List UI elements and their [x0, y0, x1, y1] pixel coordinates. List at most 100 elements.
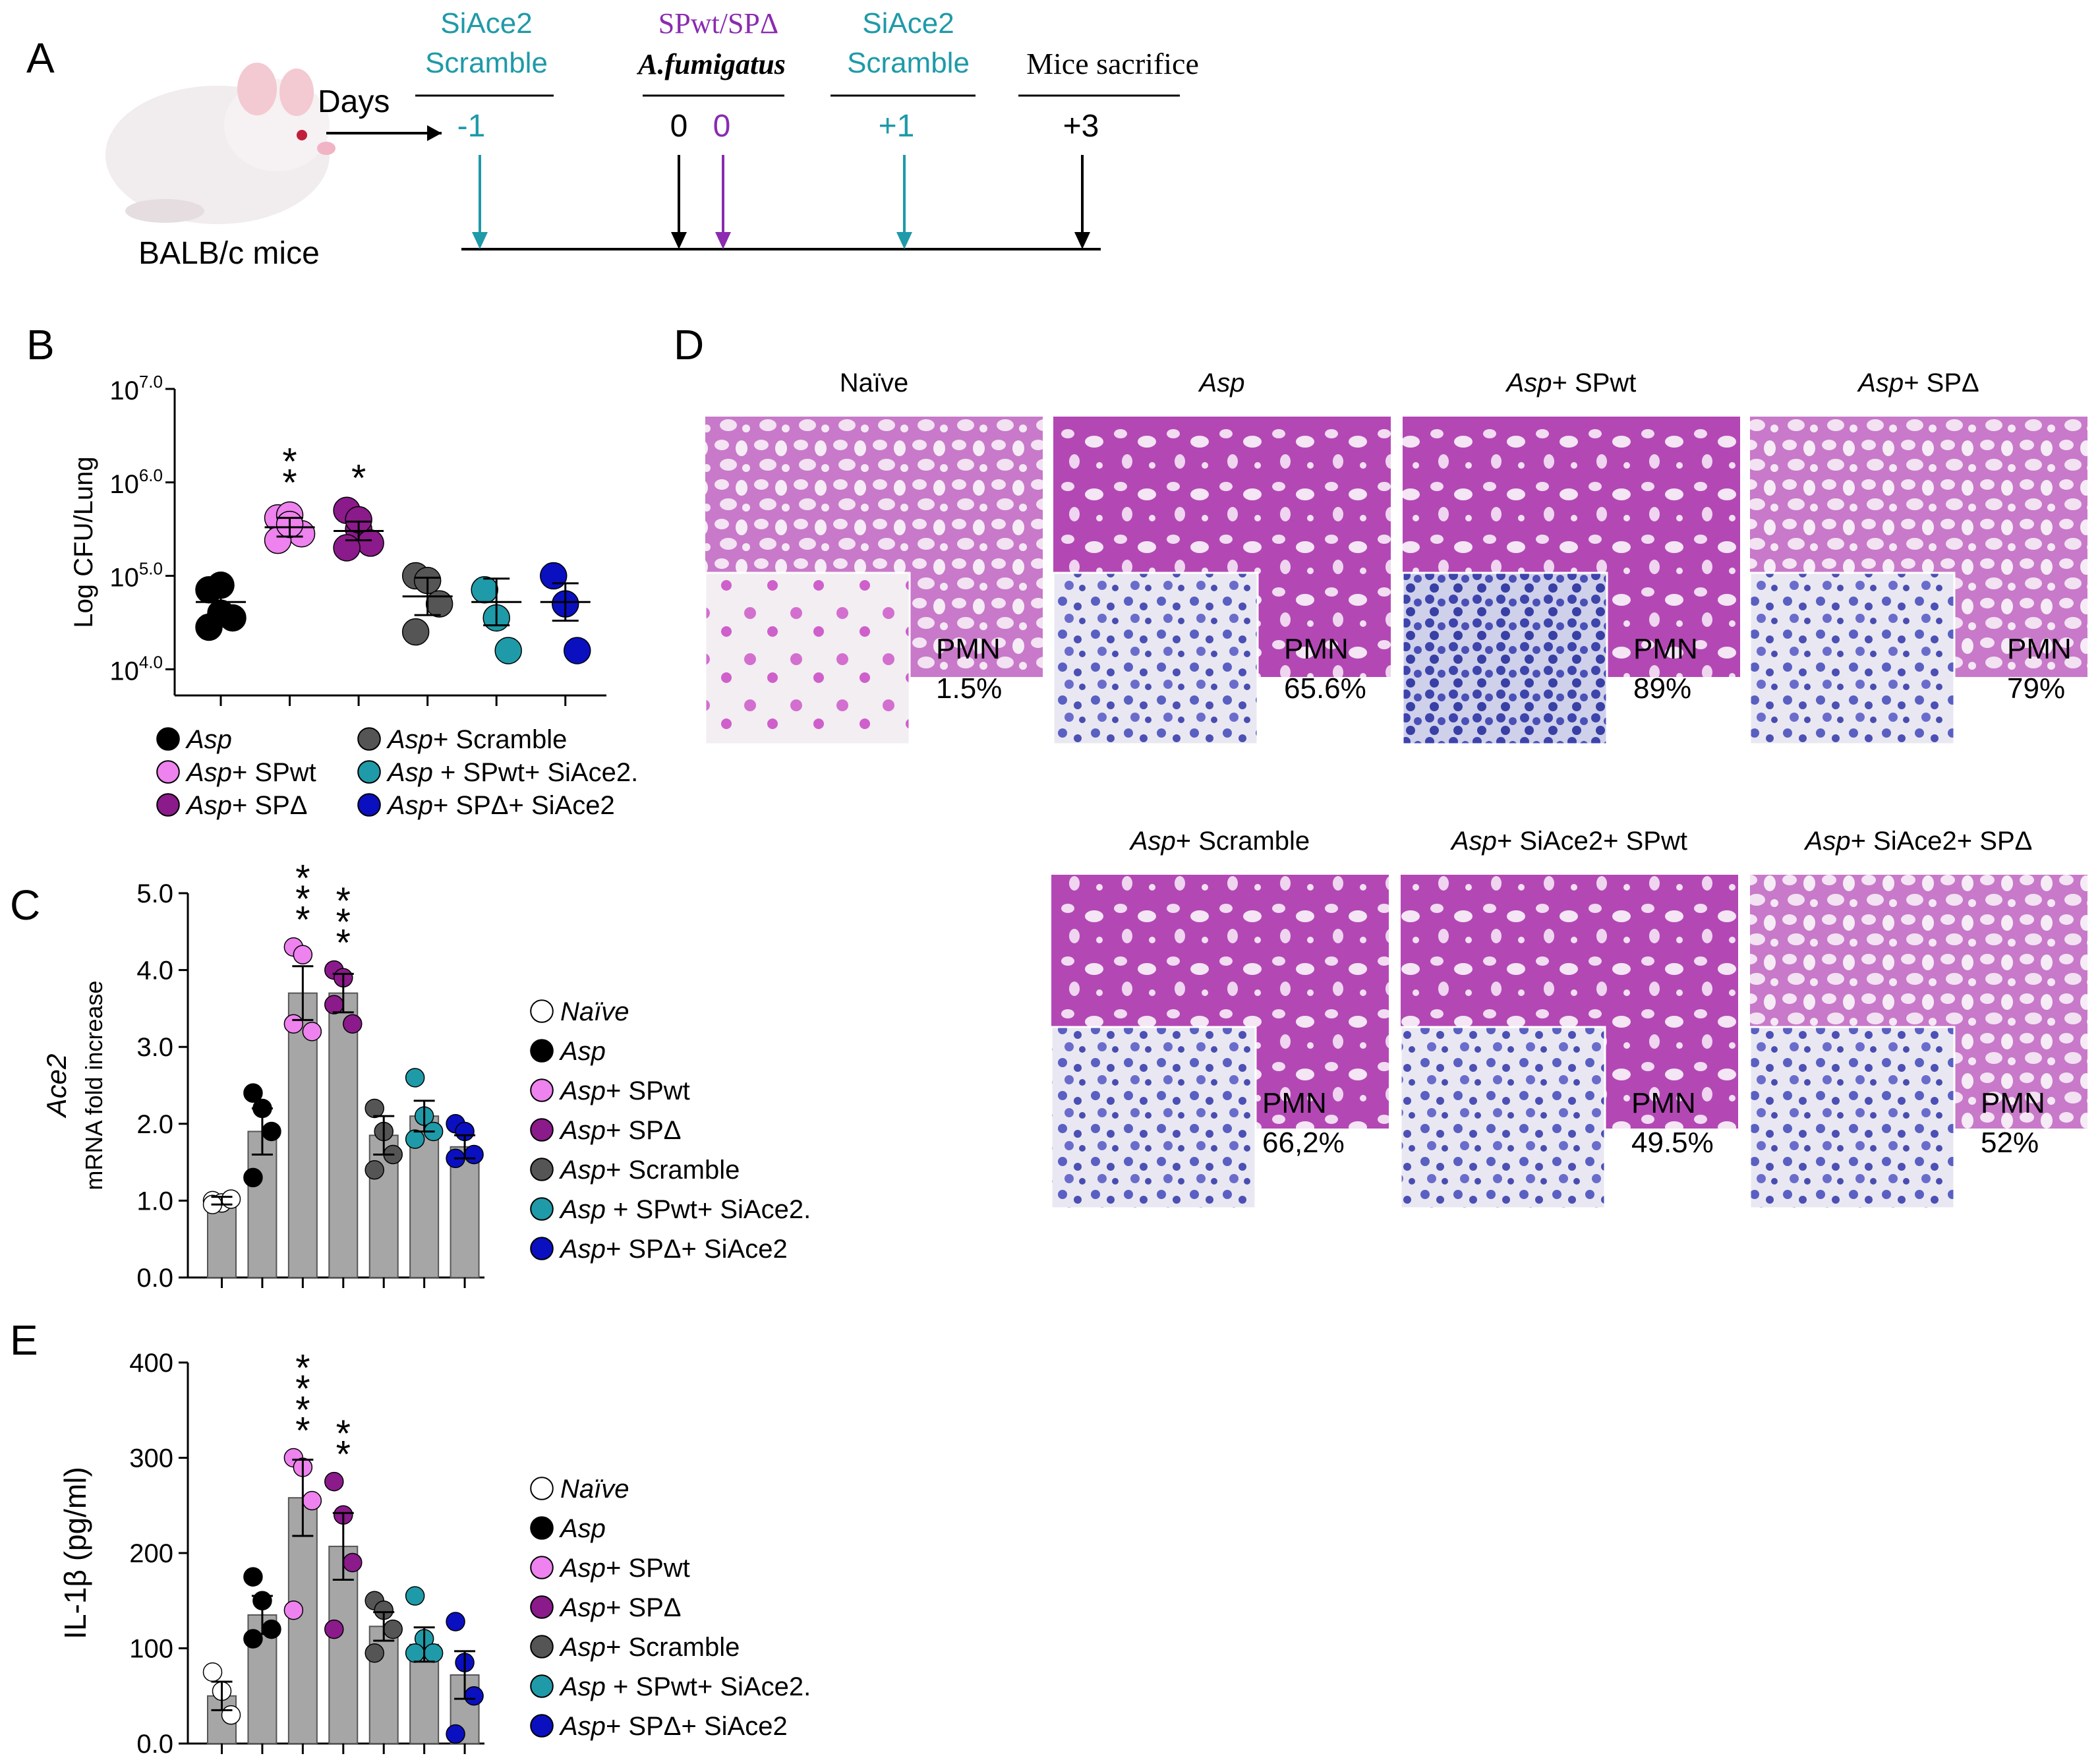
legend-label: Asp+ SPΔ: [559, 1116, 682, 1145]
mouse-label: BALB/c mice: [138, 236, 320, 271]
bar: [328, 992, 359, 1278]
data-point: [343, 1552, 363, 1573]
legend-item: Asp: [156, 725, 232, 754]
significance-star: *: [282, 461, 297, 504]
y-tick-label: 4.0: [136, 956, 173, 985]
legend-marker: [530, 1477, 554, 1500]
y-tick-label: 3.0: [136, 1033, 173, 1062]
panel-a: A BALB/c mice Days SiAce2 Scramble -1: [26, 7, 1199, 271]
y-tick-label: 106.0: [109, 465, 163, 499]
data-point: [423, 1643, 444, 1663]
data-point: [405, 1129, 425, 1149]
bar-group: [202, 1662, 241, 1754]
bar-group: ***: [283, 857, 322, 1288]
legend-marker: [530, 1078, 554, 1102]
y-tick-label: 200: [129, 1539, 173, 1568]
data-point: [283, 1600, 304, 1620]
data-point: [202, 1662, 223, 1682]
legend-item: Asp+ SPΔ+ SiAce2: [530, 1712, 788, 1741]
panel-letter-b: B: [26, 321, 55, 368]
event-day: 0: [670, 109, 688, 144]
pmn-percent: 66,2%: [1262, 1127, 1345, 1159]
bal-cytology-inset: [1401, 572, 1608, 746]
event-label-top: SiAce2: [862, 7, 954, 40]
bar-group: [202, 1189, 241, 1288]
event-day-2: 0: [713, 109, 731, 144]
legend-item: Asp+ SPΔ: [156, 791, 308, 820]
panel-letter-c: C: [10, 881, 40, 929]
y-tick-label: 104.0: [109, 652, 163, 686]
y-tick-label: 5.0: [136, 879, 173, 908]
legend-label: Asp + SPwt+ SiAce2.: [559, 1672, 811, 1701]
legend-marker: [357, 760, 381, 784]
bar-group: [365, 1591, 403, 1754]
data-point: [446, 1612, 465, 1631]
data-point: [243, 1167, 263, 1188]
legend-label: Asp+ SPwt: [559, 1554, 690, 1583]
significance-star: *: [336, 1434, 351, 1476]
bal-cytology-inset: [1052, 572, 1259, 746]
tile-title: Naïve: [840, 368, 909, 397]
tile-title: Asp+ Scramble: [1129, 827, 1310, 856]
data-point: [262, 1121, 281, 1142]
pmn-label: PMN: [1631, 1087, 1696, 1119]
legend-marker: [530, 1039, 554, 1063]
data-group: *: [333, 457, 384, 562]
legend-item: Asp + SPwt+ SiAce2.: [530, 1195, 811, 1224]
legend-item: Asp+ SPΔ+ SiAce2: [530, 1235, 788, 1264]
data-point: [365, 1160, 384, 1180]
significance-star: *: [351, 457, 366, 499]
legend-marker: [530, 1714, 554, 1738]
legend-marker: [530, 1237, 554, 1260]
event-label-bottom: A.fumigatus: [636, 48, 786, 80]
y-tick-label: 1.0: [136, 1187, 173, 1216]
pmn-percent: 52%: [1981, 1127, 2039, 1159]
event-day: -1: [457, 109, 486, 144]
panel-letter-d: D: [674, 321, 704, 368]
legend-marker: [530, 1118, 554, 1142]
pmn-percent: 89%: [1633, 672, 1691, 705]
event-label-top: SPwt/SPΔ: [658, 7, 778, 40]
legend-item: Asp+ SPwt: [530, 1076, 690, 1105]
significance-star: *: [295, 1410, 310, 1452]
event-day: +1: [879, 109, 915, 144]
y-tick-label: 0.0: [136, 1730, 173, 1759]
legend-item: Naïve: [530, 997, 629, 1026]
tile-title: Asp+ SPwt: [1505, 368, 1637, 397]
y-tick-label: 0.0: [136, 1264, 173, 1293]
pmn-label: PMN: [1633, 633, 1698, 665]
y-tick-label: 400: [129, 1349, 173, 1378]
data-point: [494, 637, 522, 664]
bal-cytology-inset: [1749, 1026, 1956, 1210]
legend-label: Asp+ SPwt: [185, 758, 316, 787]
legend-marker: [530, 999, 554, 1023]
data-point: [221, 1189, 241, 1209]
data-point: [383, 1619, 403, 1639]
bar-group: [405, 1068, 444, 1288]
data-point: [243, 1629, 263, 1649]
significance-star: *: [336, 922, 351, 964]
legend-marker: [530, 1158, 554, 1181]
y-tick-label: 105.0: [109, 559, 163, 593]
pmn-percent: 49.5%: [1631, 1127, 1714, 1159]
mouse-illustration: [105, 63, 335, 224]
legend-item: Asp+ Scramble: [530, 1633, 740, 1662]
data-point: [405, 1643, 425, 1663]
data-point: [564, 637, 591, 664]
y-axis-label: Log CFU/Lung: [69, 456, 98, 628]
legend-label: Asp+ Scramble: [386, 725, 567, 754]
bar-group: [243, 1083, 281, 1288]
data-point: [243, 1567, 263, 1587]
bar-group: **: [324, 1413, 363, 1754]
legend-marker: [357, 793, 381, 817]
event-label-bottom: Scramble: [425, 47, 548, 79]
pmn-label: PMN: [1981, 1087, 2045, 1119]
y-axis-label: IL-1β (pg/ml): [58, 1467, 92, 1639]
data-point: [283, 1014, 304, 1034]
